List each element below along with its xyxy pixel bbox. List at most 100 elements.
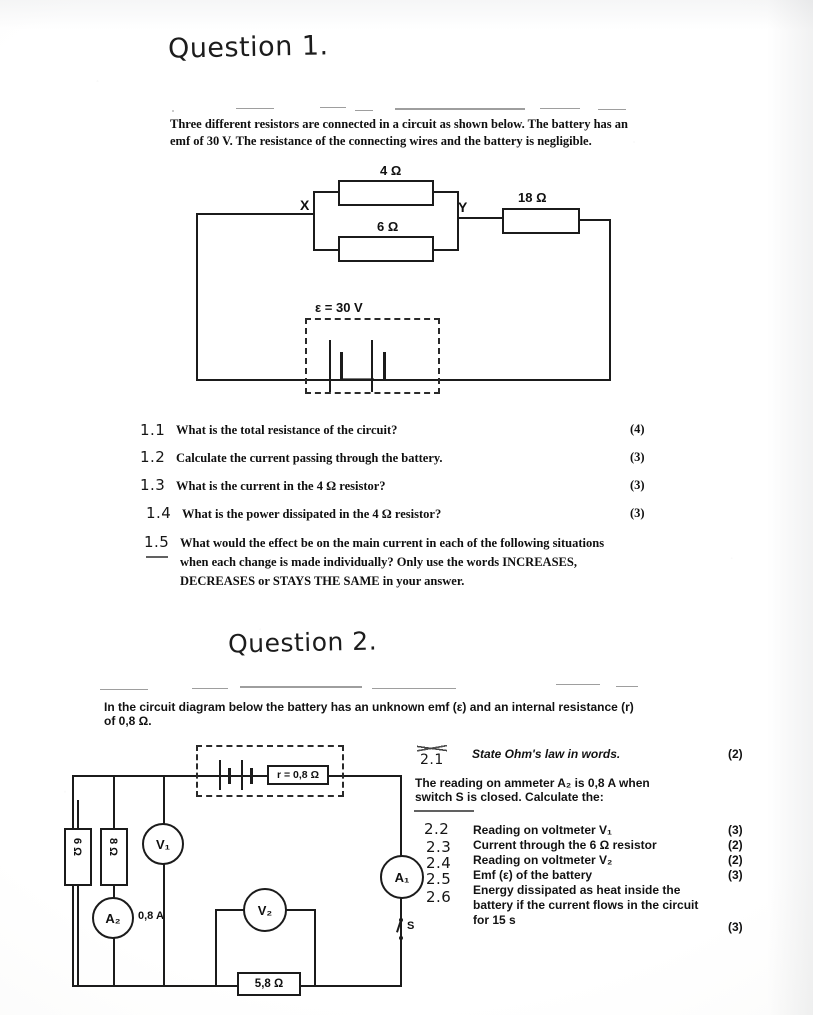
switch-label: S (407, 920, 415, 932)
q2-item-3-text: Current through the 6 Ω resistor (473, 838, 657, 852)
wire-right-rail (609, 219, 611, 381)
q2-item-2-number-handwritten: 2.2 (424, 820, 450, 838)
wire-parallel-right-vertical (457, 191, 459, 251)
scan-artifact-line (616, 686, 638, 687)
q1-item-5-number-handwritten: 1.5 (144, 533, 170, 551)
c2-battery-plate-long-1 (219, 760, 221, 790)
resistor-5p8ohm-body: 5,8 Ω (237, 972, 301, 996)
q1-item-1-text: What is the total resistance of the circ… (176, 423, 398, 437)
scan-artifact-line (372, 688, 456, 689)
q2-item-3-marks: (2) (728, 838, 743, 852)
q1-item-5-line-1: What would the effect be on the main cur… (180, 536, 605, 550)
battery-cell-plate-short-2 (383, 352, 386, 380)
q2-item-6-line-3: for 15 s (473, 913, 516, 927)
c2-wire-branch2-bottom (113, 938, 115, 985)
wire-bottom-rail (196, 379, 611, 381)
question-1-intro-line-1: Three different resistors are connected … (170, 117, 628, 131)
wire-left-to-node-x (196, 213, 314, 215)
c2-battery-plate-short-2 (250, 768, 253, 784)
q2-item-6-line-1: Energy dissipated as heat inside the (473, 883, 681, 897)
scan-artifact-line (320, 107, 346, 108)
q2-item-4-marks: (2) (728, 853, 743, 867)
resistor-4ohm-label: 4 Ω (380, 163, 402, 178)
q1-item-3-number-handwritten: 1.3 (140, 476, 166, 494)
scan-artifact-dot (172, 110, 174, 112)
c2-wire-branch3-top (163, 776, 165, 824)
wire-from-6ohm-right (433, 249, 459, 251)
battery-inner-connector (340, 378, 374, 379)
question-2-intro-line-1: In the circuit diagram below the battery… (104, 700, 634, 714)
c2-battery-plate-long-2 (241, 760, 243, 790)
resistor-6ohm-circuit2-label: 6 Ω (71, 838, 83, 856)
wire-parallel-left-vertical (313, 191, 315, 251)
resistor-18ohm-label: 18 Ω (518, 190, 547, 205)
scan-artifact-line (355, 110, 373, 111)
c2-wire-top-rail (72, 775, 402, 777)
battery-enclosure-dashed (305, 318, 440, 394)
q1-item-3-text: What is the current in the 4 Ω resistor? (176, 479, 386, 493)
scan-artifact-line (540, 108, 580, 109)
resistor-6ohm-label: 6 Ω (377, 219, 399, 234)
ammeter-a2-label: A₂ (105, 910, 121, 926)
q2-item-5-text: Emf (ε) of the battery (473, 868, 593, 882)
c2-wire-branch3-bottom (163, 864, 165, 985)
c2-wire-branch2-top (113, 776, 115, 828)
q1-item-4-number-handwritten: 1.4 (146, 504, 172, 522)
q2-item-1-marks: (2) (728, 747, 743, 761)
wire-left-rail (196, 213, 198, 381)
battery-cell-plate-long-2 (371, 340, 373, 392)
q2-item-6-line-2: battery if the current flows in the circ… (473, 898, 699, 912)
scan-artifact-line (192, 688, 228, 689)
q1-item-2-marks: (3) (630, 450, 645, 464)
wire-to-4ohm-left (313, 191, 339, 193)
c2-wire-branch1-bottom (77, 885, 79, 985)
q2-item-5-marks: (3) (728, 868, 743, 882)
q1-item-1-number-handwritten: 1.1 (140, 421, 166, 439)
q1-item-2-number-handwritten: 1.2 (140, 448, 166, 466)
resistor-6ohm-body (338, 236, 434, 262)
resistor-6ohm-circuit2-body (64, 828, 92, 886)
q2-item-6-marks: (3) (728, 920, 743, 934)
ammeter-a2: A₂ (92, 897, 134, 939)
c2-wire-v2-right-down (314, 909, 316, 985)
scan-artifact-line (395, 108, 525, 110)
q2-item-2-text: Reading on voltmeter V₁ (473, 823, 612, 837)
handwritten-underline-mark (414, 810, 474, 812)
ammeter-a1-label: A₁ (394, 869, 410, 885)
question-1-intro-line-2: emf of 30 V. The resistance of the conne… (170, 134, 592, 148)
c2-wire-branch2-mid (113, 885, 115, 899)
switch-terminal-bottom (399, 936, 403, 940)
q1-item-3-marks: (3) (630, 478, 645, 492)
q2-item-2-marks: (3) (728, 823, 743, 837)
internal-resistance-label: r = 0,8 Ω (277, 769, 319, 781)
scan-artifact-line (100, 689, 148, 690)
emf-label: ε = 30 V (315, 300, 363, 315)
scan-artifact-line (240, 686, 362, 688)
wire-from-4ohm-right (433, 191, 459, 193)
q2-item-5-number-handwritten: 2.5 (426, 870, 452, 888)
resistor-8ohm-circuit2-body (100, 828, 128, 886)
q2-item-4-text: Reading on voltmeter V₂ (473, 853, 613, 867)
battery-cell-plate-long-1 (329, 340, 331, 392)
handwritten-dash-mark (146, 556, 168, 558)
c2-battery-plate-short-1 (228, 768, 231, 784)
scan-artifact-line (556, 684, 600, 685)
scan-artifact-line (236, 108, 274, 109)
scan-artifact-line (598, 109, 626, 110)
q2-item-1-text: State Ohm's law in words. (472, 747, 621, 761)
resistor-4ohm-body (338, 180, 434, 206)
question-2-intro-line-2: of 0,8 Ω. (104, 714, 152, 728)
c2-wire-v2-right (286, 909, 316, 911)
voltmeter-v1: V₁ (142, 823, 184, 865)
wire-to-6ohm-left (313, 249, 339, 251)
c2-wire-battery-to-r (252, 775, 268, 777)
crossed-out-number-scribble (417, 744, 447, 753)
q1-item-1-marks: (4) (630, 422, 645, 436)
q1-item-5-line-3: DECREASES or STAYS THE SAME in your answ… (180, 574, 465, 588)
ammeter-a2-reading: 0,8 A (138, 910, 164, 922)
q2-item-6-number-handwritten: 2.6 (426, 888, 452, 906)
voltmeter-v1-label: V₁ (155, 836, 171, 852)
node-x-label: X (300, 197, 310, 213)
q2-item-1-number-handwritten: 2.1 (420, 752, 444, 768)
